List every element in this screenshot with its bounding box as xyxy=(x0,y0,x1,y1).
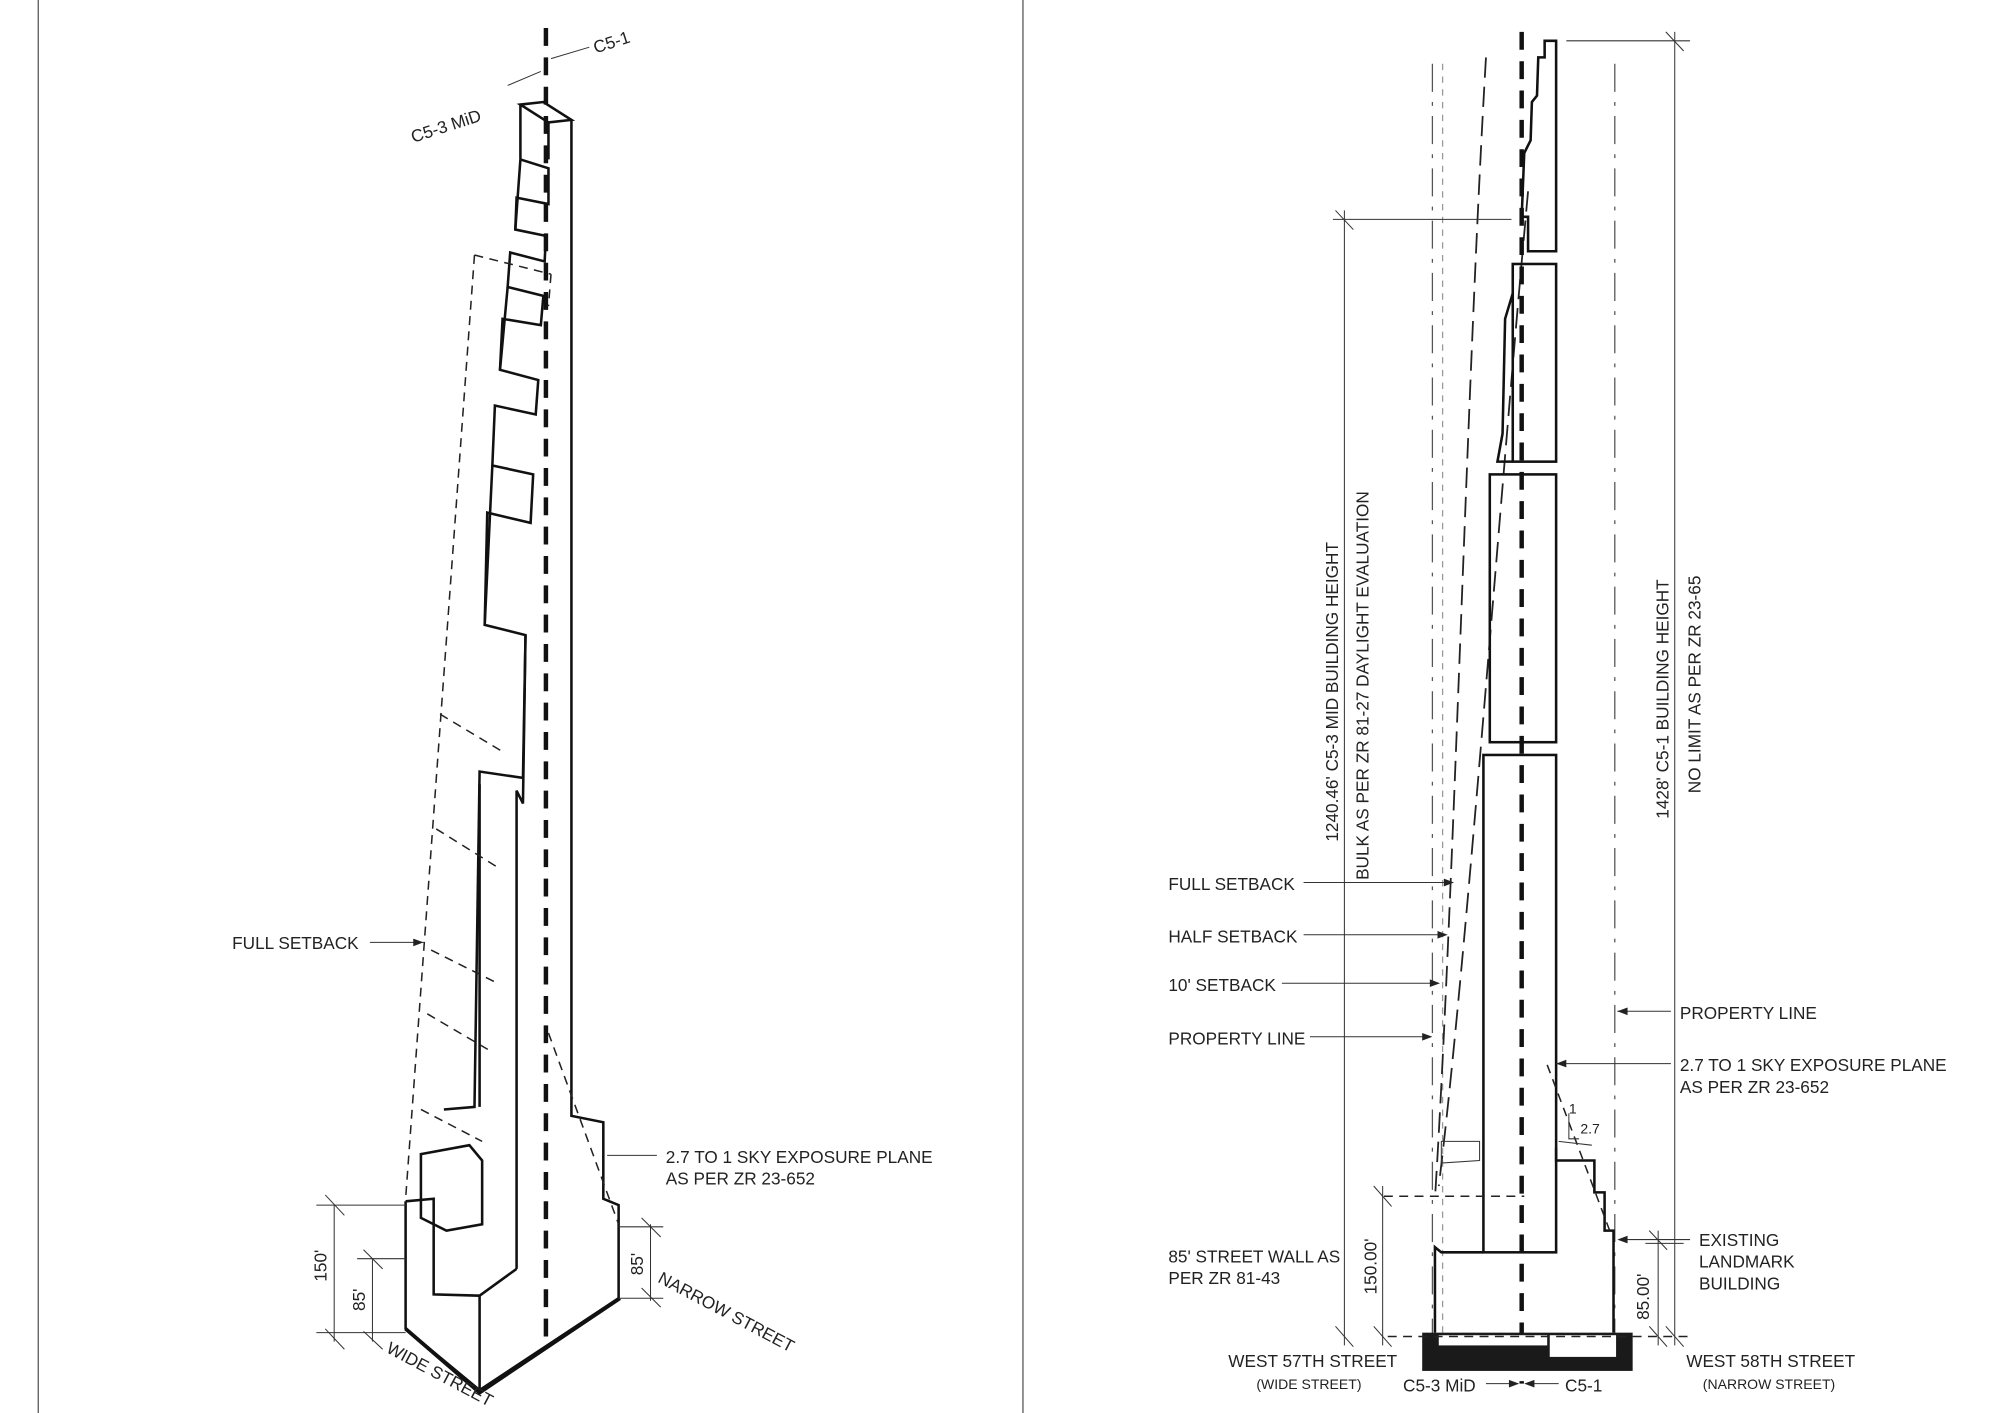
tower-segment-middle xyxy=(1488,473,1558,744)
tower-top xyxy=(516,100,576,124)
label-full-setback-r: FULL SETBACK xyxy=(1168,874,1295,894)
label-west-58-sub: (NARROW STREET) xyxy=(1703,1376,1835,1392)
label-c51-height: 1428' C5-1 BUILDING HEIGHT xyxy=(1652,579,1672,819)
label-landmark-3: BUILDING xyxy=(1699,1273,1780,1293)
tower-segment-lower xyxy=(1482,753,1558,1254)
label-west-57: WEST 57TH STREET xyxy=(1228,1351,1397,1371)
label-10-setback: 10' SETBACK xyxy=(1168,975,1276,995)
zone-label-c53: C5-3 MiD xyxy=(408,105,483,146)
label-narrow-street: NARROW STREET xyxy=(655,1268,798,1357)
label-c51-limit: NO LIMIT AS PER ZR 23-65 xyxy=(1684,576,1704,794)
label-sky-plane: 2.7 TO 1 SKY EXPOSURE PLANE xyxy=(666,1147,933,1167)
dimension-85-left: 85' xyxy=(316,1249,406,1350)
zone-label-c51-r: C5-1 xyxy=(1565,1375,1602,1395)
tower-base xyxy=(1554,1147,1615,1333)
label-sky-plane-r: 2.7 TO 1 SKY EXPOSURE PLANE xyxy=(1680,1055,1947,1075)
tower-setbacks xyxy=(443,158,550,1111)
label-property-line-left: PROPERTY LINE xyxy=(1168,1028,1305,1048)
label-c53-bulk: BULK AS PER ZR 81-27 DAYLIGHT EVALUATION xyxy=(1353,491,1373,880)
setback-envelope xyxy=(404,254,552,1199)
dim-85-right-label: 85' xyxy=(627,1253,647,1275)
full-setback-curve xyxy=(1434,57,1487,1199)
dimension-150: 150' xyxy=(311,1194,406,1350)
label-west-57-sub: (WIDE STREET) xyxy=(1256,1376,1361,1392)
label-c53-height: 1240.46' C5-3 MID BUILDING HEIGHT xyxy=(1322,542,1342,842)
tower-crown xyxy=(1520,39,1558,253)
zone-label-c51: C5-1 xyxy=(591,27,633,58)
label-half-setback: HALF SETBACK xyxy=(1168,926,1298,946)
dim-150-label: 150' xyxy=(311,1250,331,1282)
slope-rise: 1 xyxy=(1569,1100,1577,1116)
dimension-1428: 1428' C5-1 BUILDING HEIGHT NO LIMIT AS P… xyxy=(1566,31,1704,1346)
dimension-85-right: 85' xyxy=(618,1217,664,1308)
tower-segment-upper xyxy=(1511,262,1558,463)
label-landmark-1: EXISTING xyxy=(1699,1230,1779,1250)
slope-run: 2.7 xyxy=(1580,1121,1600,1137)
base-block xyxy=(404,1112,620,1392)
axonometric-view: C5-1 C5-3 MiD FULL SETBACK 2.7 TO 1 SKY … xyxy=(232,27,932,1411)
dimension-1240: 1240.46' C5-3 MID BUILDING HEIGHT BULK A… xyxy=(1322,210,1512,1346)
label-sky-plane-ref: AS PER ZR 23-652 xyxy=(666,1169,815,1189)
dim-85-r: 85.00' xyxy=(1633,1274,1653,1320)
dim-150-r: 150.00' xyxy=(1360,1238,1380,1294)
label-landmark-2: LANDMARK xyxy=(1699,1252,1795,1272)
label-west-58: WEST 58TH STREET xyxy=(1686,1351,1855,1371)
elevation-view: 1240.46' C5-3 MID BUILDING HEIGHT BULK A… xyxy=(1168,31,1947,1395)
label-sky-plane-ref-r: AS PER ZR 23-652 xyxy=(1680,1077,1829,1097)
half-setback-curve xyxy=(1437,191,1529,1187)
label-property-line-right: PROPERTY LINE xyxy=(1680,1003,1817,1023)
zone-label-c53-r: C5-3 MiD xyxy=(1403,1375,1476,1395)
label-street-wall-1: 85' STREET WALL AS xyxy=(1168,1247,1340,1267)
label-full-setback: FULL SETBACK xyxy=(232,933,359,953)
label-street-wall-2: PER ZR 81-43 xyxy=(1168,1268,1280,1288)
dim-85-left-label: 85' xyxy=(349,1289,369,1311)
